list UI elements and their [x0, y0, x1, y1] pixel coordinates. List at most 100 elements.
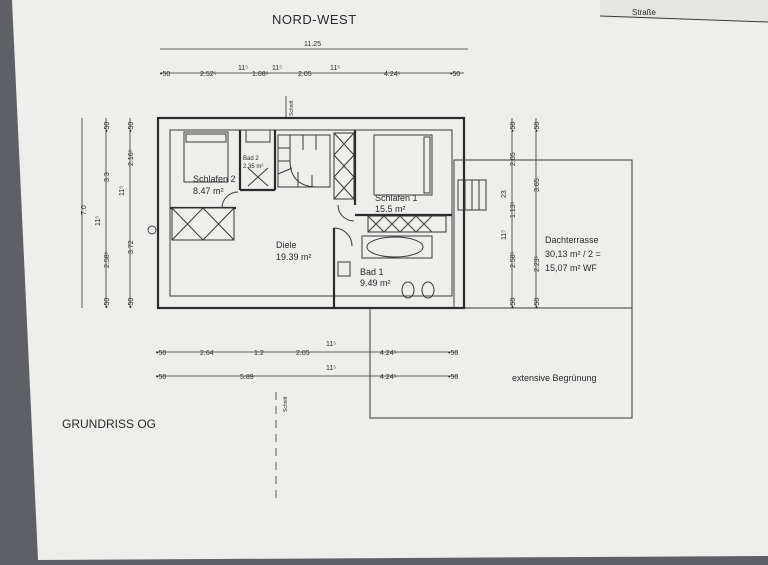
plan-title: GRUNDRISS OG [62, 417, 156, 431]
street-strip [600, 0, 768, 22]
room-area: 19.39 m² [276, 252, 312, 262]
greening-outline [369, 308, 633, 419]
dim-label: •50 [160, 71, 170, 78]
shower-line [247, 167, 269, 187]
toilet-bad2 [245, 129, 271, 143]
dim-label: •50 [510, 298, 517, 308]
room-name: Bad 1 [360, 267, 384, 277]
dim-label: 11⁵ [272, 65, 282, 72]
bathtub-frame [361, 235, 433, 259]
dim-label: 11⁵ [238, 65, 248, 72]
chimney-mark [147, 225, 157, 235]
section-mark-bottom: Schnitt [283, 396, 289, 412]
bed-schlafen1 [373, 134, 433, 196]
dim-label: 2.58⁵ [510, 251, 517, 268]
dim-label: 2.16⁵ [128, 149, 135, 166]
cupboard-schlafen1 [367, 215, 447, 233]
dim-label: •50 [534, 298, 541, 308]
dim-label: 11⁵ [95, 216, 102, 226]
dim-label: •50 [156, 374, 166, 381]
toilet-bad1 [421, 281, 435, 299]
room-name: Diele [276, 240, 297, 250]
dim-label: 2.52⁵ [200, 71, 217, 78]
room-name: Schlafen 1 [375, 193, 418, 203]
dim-label: 5.89 [240, 374, 254, 381]
dim-label: •50 [128, 298, 135, 308]
terrace-name: Dachterrasse [545, 235, 599, 245]
orientation-label: NORD-WEST [272, 12, 357, 27]
dim-label: 11⁵ [119, 186, 126, 196]
pillow [185, 133, 227, 143]
room-name: Bad 2 [243, 156, 259, 162]
door-arc [221, 191, 239, 209]
dim-label: •50 [510, 122, 517, 132]
left-chain-a-dims: •50 3.3 11⁵ 2.58⁵ •50 [95, 122, 111, 308]
stair-curve [289, 135, 330, 188]
dim-label: 3.65 [534, 178, 541, 192]
dim-label: 3.72 [128, 240, 135, 254]
pillow [423, 136, 431, 194]
stair-step [277, 167, 293, 175]
dim-label: 2.05 [296, 350, 310, 357]
street-label: Straße [632, 8, 657, 17]
room-area: 15.5 m² [375, 204, 406, 214]
cupboard-hatch [367, 215, 433, 233]
dim-label: 23 [501, 190, 508, 198]
section-mark-top: Schnitt [289, 100, 295, 116]
dim-label: •50 [128, 122, 135, 132]
terrace-wf: 15,07 m² WF [545, 263, 598, 273]
room-area: 2.35 m² [243, 164, 263, 170]
top-chain-dims: •50 2.52⁵ 11⁵ 1.08⁵ 11⁵ 2.05 11⁵ 4.24⁵ •… [160, 65, 460, 78]
left-chain-b-dims: •50 2.16⁵ 11⁵ 3.72 •50 [119, 122, 135, 308]
door-arc [333, 227, 353, 247]
bottom-chain1-dims: •50 2.64 1.2 2.05 11⁵ 4.24⁵ •50 [156, 341, 458, 357]
cupboard-schlafen2 [171, 207, 235, 241]
bidet-bad1 [401, 281, 415, 299]
bed-schlafen2 [183, 131, 229, 183]
street-line [599, 15, 768, 23]
cupboard-hatch [333, 132, 355, 200]
door-arc [337, 204, 355, 222]
terrace-outline [453, 159, 633, 309]
outer-wall [156, 116, 466, 310]
left-total-dim: 7.0 [81, 205, 88, 215]
paper [12, 0, 768, 560]
dim-label: •50 [534, 122, 541, 132]
room-name: Schlafen 2 [193, 174, 236, 184]
dim-label: 4.24⁵ [380, 350, 397, 357]
top-total-dim: 11.25 [304, 41, 321, 48]
dim-label: 11⁵ [326, 365, 336, 372]
room-area: 9.49 m² [360, 278, 391, 288]
dim-label: 11⁵ [330, 65, 340, 72]
washbasin [337, 261, 351, 277]
dim-label: 11⁵ [501, 230, 508, 240]
dim-label: 3.3 [104, 172, 111, 182]
right-chain-b-dims: •50 3.65 2.23⁵ •50 [534, 122, 541, 308]
dim-label: 2.64 [200, 350, 214, 357]
dim-label: 1.2 [254, 350, 264, 357]
terrace-calc: 30,13 m² / 2 = [545, 249, 601, 259]
dim-label: 2.23⁵ [534, 255, 541, 272]
cupboard-hatch [171, 207, 235, 241]
right-chain-a-dims: •50 2.05 23 1.13⁵ 11⁵ 2.58⁵ •50 [501, 122, 517, 308]
inner-wall [169, 129, 453, 297]
room-area: 8.47 m² [193, 186, 224, 196]
dim-label: 4.24⁵ [384, 71, 401, 78]
greening-label: extensive Begrünung [512, 373, 597, 383]
bottom-chain2-dims: •50 5.89 11⁵ 4.24⁵ •50 [156, 365, 458, 381]
dim-label: 1.13⁵ [510, 201, 517, 218]
dim-label: 2.58⁵ [104, 251, 111, 268]
dim-label: •50 [450, 71, 460, 78]
dim-label: •50 [104, 122, 111, 132]
dim-label: •50 [156, 350, 166, 357]
dim-label: •50 [448, 374, 458, 381]
bathtub [366, 236, 424, 258]
dim-label: 1.08⁵ [252, 71, 269, 78]
dim-label: •50 [104, 298, 111, 308]
dim-label: 2.05 [298, 71, 312, 78]
dim-label: 2.05 [510, 152, 517, 166]
dim-label: •50 [448, 350, 458, 357]
dim-label: 4.24⁵ [380, 374, 397, 381]
